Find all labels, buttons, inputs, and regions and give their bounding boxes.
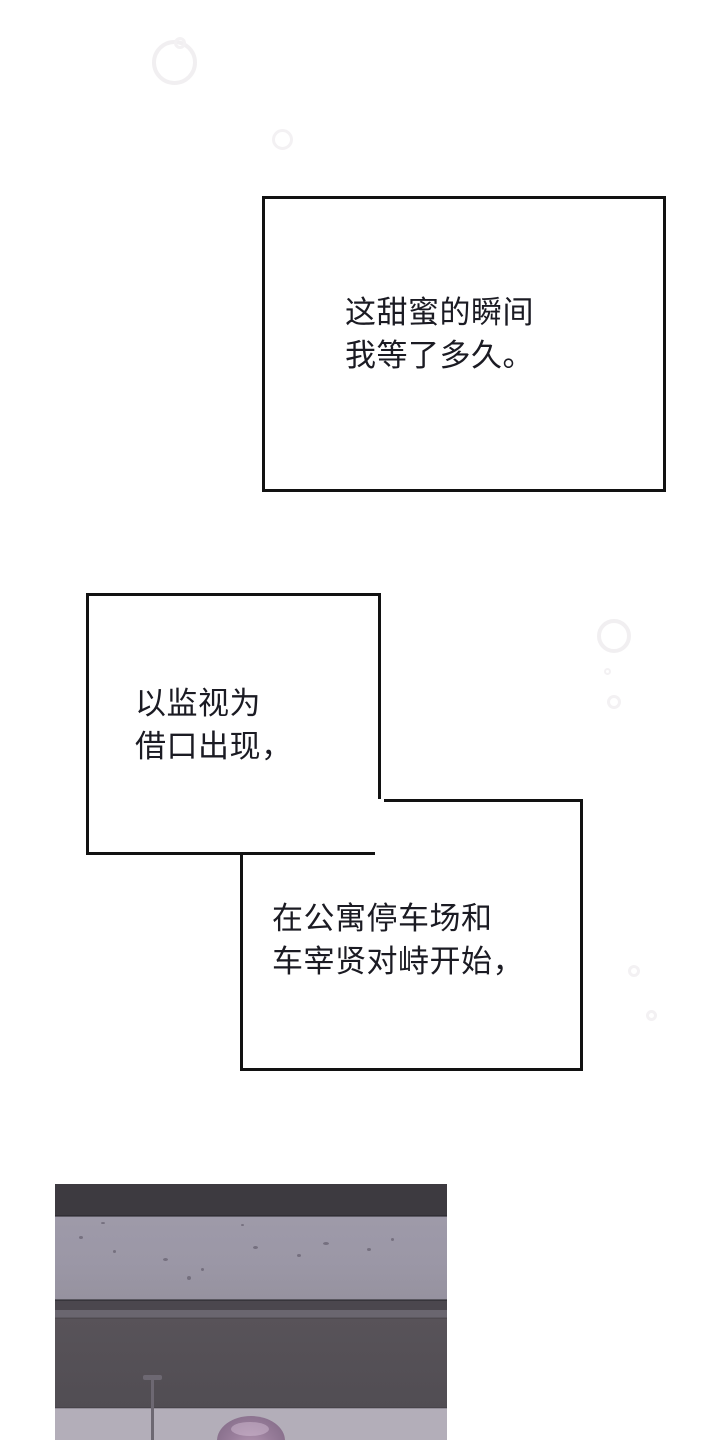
garage-lamp-pole xyxy=(151,1377,154,1440)
wall-speck xyxy=(391,1238,394,1241)
bubble-small-upper-mid-icon xyxy=(272,129,293,150)
garage-beam-edge-line xyxy=(55,1317,447,1319)
narration-panel-2 xyxy=(86,593,586,1071)
wall-speck xyxy=(241,1224,244,1226)
wall-speck xyxy=(101,1222,105,1224)
garage-ledge-edge-line xyxy=(55,1299,447,1301)
wall-speck xyxy=(253,1246,258,1249)
narration-panel-2-seam-vertical xyxy=(375,799,384,855)
wall-speck xyxy=(163,1258,168,1261)
garage-beam-band xyxy=(55,1318,447,1408)
wall-speck xyxy=(297,1254,301,1257)
narration-panel-1 xyxy=(262,196,666,492)
narration-panel-1-text: 这甜蜜的瞬间 我等了多久。 xyxy=(345,295,534,373)
garage-floor-edge-line xyxy=(55,1407,447,1409)
bubble-tiny-right-b-icon xyxy=(646,1010,657,1021)
narration-panel-2-upper-text: 以监视为 借口出现， xyxy=(135,686,293,764)
bubble-large-top-left-icon xyxy=(152,40,197,85)
garage-wall-band xyxy=(55,1216,447,1300)
wall-speck xyxy=(187,1276,191,1280)
bubble-large-right-icon xyxy=(597,619,631,653)
bubble-small-right-lower-icon xyxy=(607,695,621,709)
narration-panel-2-upper-box xyxy=(86,593,381,855)
garage-ceiling-band xyxy=(55,1184,447,1216)
wall-speck xyxy=(79,1236,83,1239)
bubble-dot-right-icon xyxy=(604,668,611,675)
wall-speck xyxy=(367,1248,371,1251)
narration-panel-2-seam-horizontal xyxy=(243,796,378,805)
garage-ledge-lower xyxy=(55,1310,447,1318)
artwork-panel xyxy=(55,1184,447,1440)
garage-ceiling-edge-line xyxy=(55,1215,447,1217)
wall-speck xyxy=(113,1250,116,1253)
bubble-tiny-top-left-notch-icon xyxy=(174,37,186,49)
bubble-tiny-right-a-icon xyxy=(628,965,640,977)
character-hair-highlight xyxy=(231,1422,269,1436)
garage-ledge-upper xyxy=(55,1300,447,1310)
narration-panel-2-lower-text: 在公寓停车场和 车宰贤对峙开始， xyxy=(272,901,524,979)
wall-speck xyxy=(323,1242,329,1245)
wall-speck xyxy=(201,1268,204,1271)
